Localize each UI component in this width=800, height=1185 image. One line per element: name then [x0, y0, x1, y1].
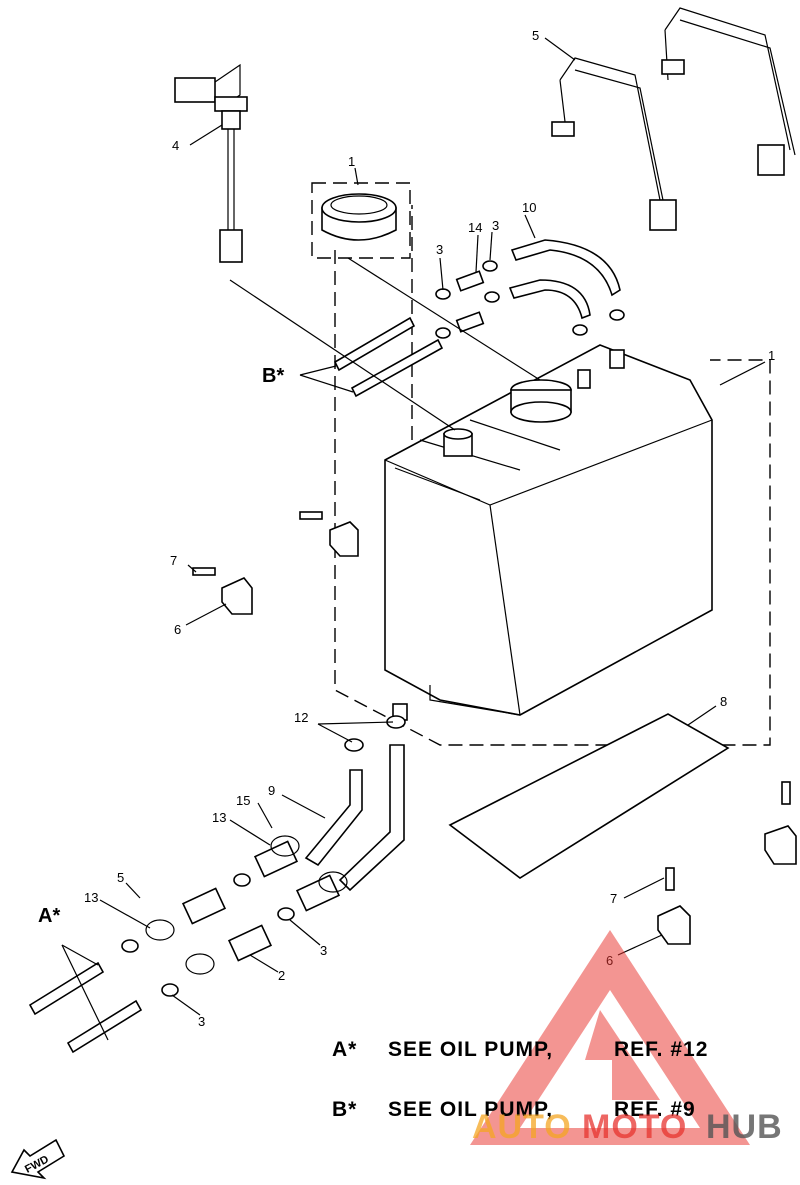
label-part-5-screw: 5: [117, 870, 124, 885]
a-star-tubes: [28, 961, 143, 1054]
label-part-13-a: 13: [212, 810, 226, 825]
watermark-triangle-icon: [470, 930, 750, 1145]
note-a-prefix: A*: [332, 1038, 357, 1061]
label-part-3-c: 3: [320, 943, 327, 958]
level-gauge: [174, 63, 248, 263]
label-part-13-b: 13: [84, 890, 98, 905]
label-part-9: 9: [268, 783, 275, 798]
label-part-6-a: 6: [174, 622, 181, 637]
tank-mat: [448, 713, 730, 879]
fwd-arrow-icon: [10, 1138, 66, 1180]
label-part-3-a: 3: [436, 242, 443, 257]
watermark-text-hub: HUB: [706, 1108, 783, 1146]
callout-a-star: A*: [38, 905, 60, 927]
label-part-4: 4: [172, 138, 179, 153]
outlet-hoses: [304, 715, 406, 892]
b-star-tubes: [333, 316, 444, 398]
label-part-10: 10: [522, 200, 536, 215]
label-part-3-d: 3: [198, 1014, 205, 1029]
note-b-ref: REF. #9: [614, 1098, 696, 1121]
label-part-7-b: 7: [610, 891, 617, 906]
note-a-ref: REF. #12: [614, 1038, 708, 1061]
label-part-2: 2: [278, 968, 285, 983]
note-a-text: SEE OIL PUMP,: [388, 1038, 553, 1061]
oil-filters: [121, 835, 348, 997]
label-part-14: 14: [468, 220, 482, 235]
watermark-text-auto: AUTO: [472, 1108, 572, 1146]
leader-lines: [61, 37, 766, 1041]
label-part-15: 15: [236, 793, 250, 808]
tank-bands: [551, 7, 796, 231]
label-part-12: 12: [294, 710, 308, 725]
label-part-5-band: 5: [532, 28, 539, 43]
tank-cap: [311, 182, 411, 259]
vent-hoses: [435, 239, 625, 339]
note-b-prefix: B*: [332, 1098, 357, 1121]
note-b-text: SEE OIL PUMP,: [388, 1098, 553, 1121]
label-part-1-tank: 1: [768, 348, 775, 363]
callout-b-star: B*: [262, 365, 284, 387]
label-part-3-b: 3: [492, 218, 499, 233]
oil-tank: [384, 344, 713, 721]
watermark-text-moto: MOTO: [582, 1108, 687, 1146]
watermark-logo: [470, 930, 750, 1145]
label-part-8: 8: [720, 694, 727, 709]
brackets: [192, 511, 797, 945]
label-part-1-cap: 1: [348, 154, 355, 169]
label-part-7-a: 7: [170, 553, 177, 568]
